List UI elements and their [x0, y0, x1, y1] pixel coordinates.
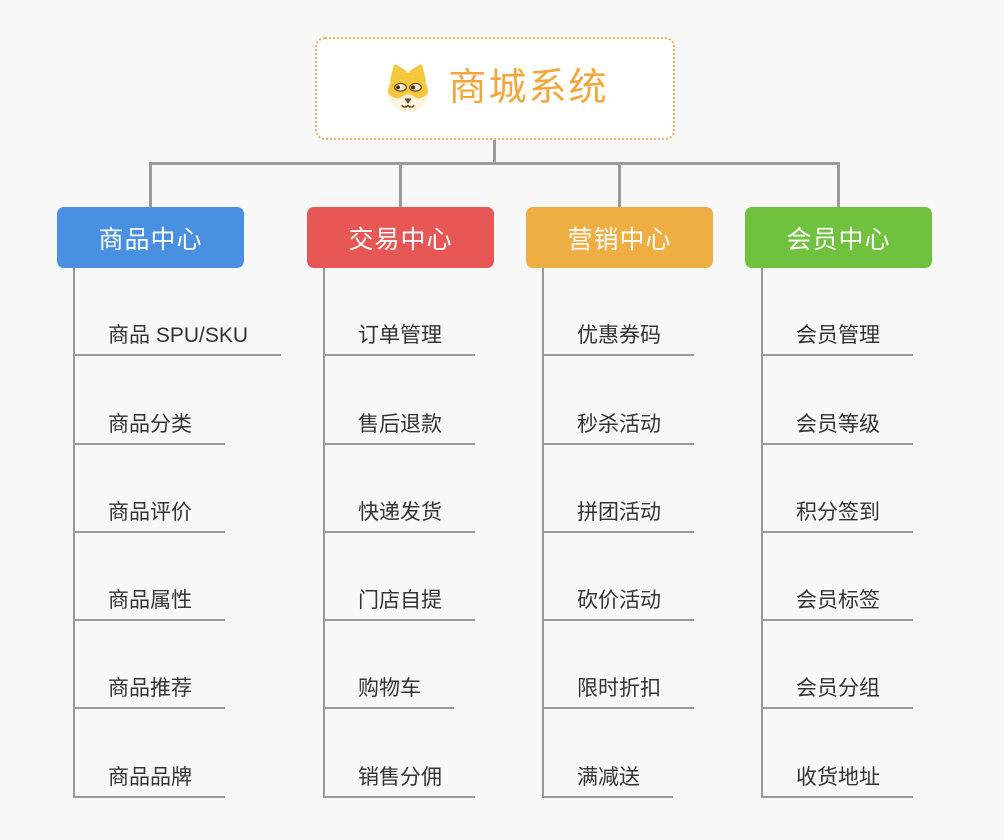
branch-items: 订单管理售后退款快递发货门店自提购物车销售分佣: [323, 268, 494, 798]
leaf-item[interactable]: 满减送: [542, 709, 673, 798]
leaf-item[interactable]: 收货地址: [761, 709, 913, 798]
leaf-item[interactable]: 商品品牌: [73, 709, 225, 798]
branch-drop-line: [618, 162, 621, 208]
leaf-item[interactable]: 订单管理: [323, 268, 475, 357]
leaf-item[interactable]: 售后退款: [323, 356, 475, 445]
leaf-item[interactable]: 销售分佣: [323, 709, 475, 798]
leaf-item[interactable]: 门店自提: [323, 532, 475, 622]
branch-drop-line: [837, 162, 840, 208]
leaf-item[interactable]: 商品推荐: [73, 621, 225, 710]
leaf-label: 收货地址: [796, 765, 880, 789]
leaf-item[interactable]: 会员标签: [761, 532, 913, 622]
leaf-label: 门店自提: [358, 589, 442, 613]
branch-column: 营销中心优惠券码秒杀活动拼团活动砍价活动限时折扣满减送: [526, 207, 713, 798]
branch-column: 会员中心会员管理会员等级积分签到会员标签会员分组收货地址: [745, 207, 932, 798]
leaf-label: 会员分组: [796, 677, 880, 701]
branch-column: 交易中心订单管理售后退款快递发货门店自提购物车销售分佣: [307, 207, 494, 798]
leaf-label: 会员标签: [796, 589, 880, 613]
leaf-label: 购物车: [358, 677, 421, 701]
leaf-label: 秒杀活动: [577, 412, 661, 436]
leaf-item[interactable]: 积分签到: [761, 444, 913, 533]
leaf-label: 商品推荐: [108, 677, 192, 701]
branch-header[interactable]: 会员中心: [745, 207, 932, 268]
branch-drop-line: [149, 162, 152, 208]
branch-header[interactable]: 商品中心: [57, 207, 244, 268]
root-title: 商城系统: [448, 66, 609, 109]
root-node[interactable]: 商城系统: [315, 37, 675, 140]
branch-header[interactable]: 交易中心: [307, 207, 494, 268]
leaf-item[interactable]: 商品属性: [73, 532, 225, 622]
leaf-item[interactable]: 砍价活动: [542, 532, 694, 622]
branch-column: 商品中心商品 SPU/SKU 商品分类商品评价商品属性商品推荐商品品牌: [57, 207, 282, 798]
leaf-item[interactable]: 秒杀活动: [542, 356, 694, 445]
leaf-label: 商品 SPU/SKU: [108, 324, 249, 348]
leaf-item[interactable]: 商品 SPU/SKU: [73, 268, 282, 357]
leaf-item[interactable]: 拼团活动: [542, 444, 694, 533]
dog-face-icon: [381, 63, 435, 114]
leaf-item[interactable]: 会员分组: [761, 621, 913, 710]
root-stem-line: [493, 140, 496, 164]
leaf-label: 售后退款: [358, 412, 442, 436]
leaf-item[interactable]: 限时折扣: [542, 621, 694, 710]
trunk-horizontal-line: [149, 162, 840, 165]
leaf-label: 商品品牌: [108, 765, 192, 789]
leaf-item[interactable]: 会员管理: [761, 268, 913, 357]
leaf-label: 订单管理: [358, 324, 442, 348]
leaf-item[interactable]: 购物车: [323, 621, 454, 710]
leaf-label: 优惠券码: [577, 324, 661, 348]
leaf-label: 快递发货: [358, 500, 442, 524]
branch-items: 优惠券码秒杀活动拼团活动砍价活动限时折扣满减送: [542, 268, 713, 798]
leaf-label: 商品评价: [108, 500, 192, 524]
leaf-label: 商品属性: [108, 589, 192, 613]
leaf-item[interactable]: 快递发货: [323, 444, 475, 533]
leaf-item[interactable]: 商品分类: [73, 356, 225, 445]
leaf-label: 砍价活动: [577, 589, 661, 613]
leaf-item[interactable]: 会员等级: [761, 356, 913, 445]
branch-items: 会员管理会员等级积分签到会员标签会员分组收货地址: [761, 268, 932, 798]
leaf-label: 会员管理: [796, 324, 880, 348]
leaf-label: 拼团活动: [577, 500, 661, 524]
leaf-item[interactable]: 优惠券码: [542, 268, 694, 357]
leaf-label: 会员等级: [796, 412, 880, 436]
leaf-item[interactable]: 商品评价: [73, 444, 225, 533]
leaf-label: 满减送: [577, 765, 640, 789]
branch-header[interactable]: 营销中心: [526, 207, 713, 268]
branch-items: 商品 SPU/SKU 商品分类商品评价商品属性商品推荐商品品牌: [73, 268, 282, 798]
leaf-label: 积分签到: [796, 500, 880, 524]
branch-drop-line: [399, 162, 402, 208]
leaf-label: 商品分类: [108, 412, 192, 436]
leaf-label: 限时折扣: [577, 677, 661, 701]
leaf-label: 销售分佣: [358, 765, 442, 789]
